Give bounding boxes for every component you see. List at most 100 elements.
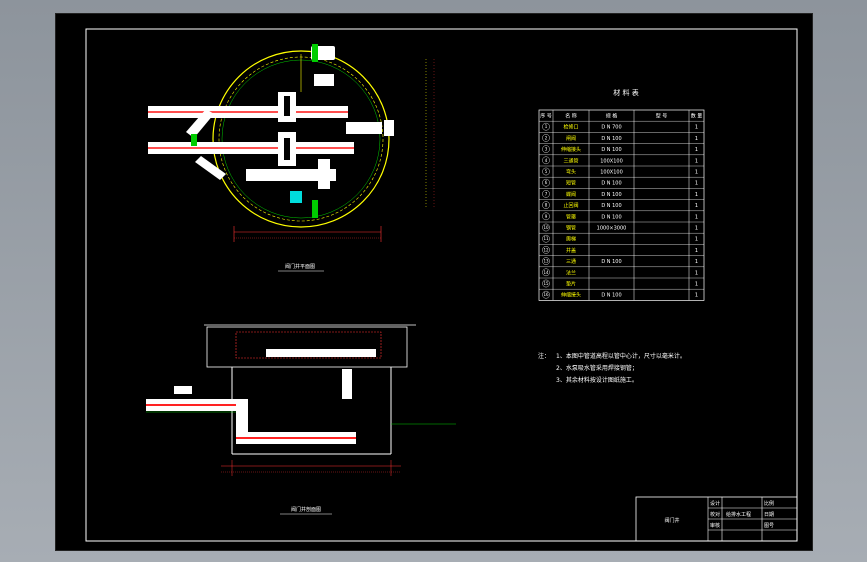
material-qty: 1 — [695, 203, 698, 209]
row-number-circle — [542, 223, 550, 232]
row-number: 9 — [545, 214, 548, 219]
material-qty: 1 — [695, 158, 698, 164]
notes: 注： 1、本图中管道高程以管中心计，尺寸以毫米计。 2、水泵吸水管采用焊接钢管；… — [538, 352, 686, 384]
row-number-circle — [542, 167, 550, 176]
material-qty: 1 — [695, 147, 698, 153]
material-table-frame — [538, 109, 705, 301]
row-number-circle — [542, 145, 550, 153]
bottom-riser — [318, 159, 330, 189]
notes-prefix: 注： — [538, 352, 550, 360]
row-number-circle — [542, 122, 550, 131]
section-cover-rebar — [235, 331, 382, 359]
material-name: 爬梯 — [566, 236, 576, 243]
material-name: 伸缩接头 — [561, 292, 581, 299]
material-spec: D N 100 — [601, 181, 621, 187]
upper-pipe-axis — [148, 111, 348, 113]
row-number-circle — [542, 268, 550, 277]
lower-valve-core — [284, 138, 290, 160]
title-project: 给排水工程 — [726, 511, 751, 518]
material-qty: 1 — [695, 248, 698, 254]
material-qty: 1 — [695, 282, 698, 288]
lower-pipe-axis — [148, 147, 354, 149]
row-number-circle — [542, 178, 550, 187]
plan-title: 阀门井平面图 — [285, 263, 315, 270]
material-qty: 1 — [695, 170, 698, 176]
material-name: 法兰 — [566, 269, 576, 276]
upper-fitting — [314, 74, 334, 86]
material-spec: D N 100 — [601, 214, 621, 220]
row-number-circle — [542, 190, 550, 198]
material-name: 三通管 — [563, 157, 578, 164]
row-number: 12 — [543, 247, 549, 252]
row-number: 11 — [543, 236, 549, 241]
frame-border — [85, 28, 798, 542]
outlet-flange — [384, 120, 394, 136]
note-line-1: 1、本图中管道高程以管中心计，尺寸以毫米计。 — [556, 352, 686, 360]
material-spec: D N 100 — [601, 293, 621, 299]
material-spec: D N 100 — [601, 192, 621, 198]
material-qty: 1 — [695, 136, 698, 142]
title-scale-label: 比例 — [764, 500, 774, 507]
material-spec: 100X100 — [600, 170, 623, 176]
row-number: 7 — [545, 191, 548, 196]
material-name: 短管 — [566, 180, 576, 187]
material-qty: 1 — [695, 125, 698, 131]
branch-pipe-2 — [195, 156, 226, 180]
row-number-circle — [542, 134, 550, 142]
row-number-circle — [542, 156, 550, 165]
section-view: 阀门井剖面图 — [146, 324, 456, 515]
title-sheet-label: 图号 — [764, 523, 774, 529]
material-spec: 1000×3000 — [597, 226, 627, 232]
title-design-label: 设计 — [710, 500, 720, 507]
material-name: 管箍 — [566, 213, 576, 220]
material-qty: 1 — [695, 237, 698, 243]
row-number: 3 — [545, 147, 548, 152]
material-name: 伸缩接头 — [561, 146, 581, 153]
row-number-circle — [542, 290, 550, 299]
note-line-2: 2、水泵吸水管采用焊接钢管； — [556, 364, 638, 372]
material-name: 弯头 — [566, 169, 576, 176]
row-number: 5 — [545, 169, 548, 174]
row-number-circle — [542, 212, 550, 221]
material-name: 检修口 — [563, 124, 578, 131]
material-table-header: 规 格 — [606, 113, 618, 120]
section-cover — [206, 326, 408, 368]
material-qty: 1 — [695, 226, 698, 232]
bottom-pipe — [246, 169, 336, 181]
coupler-top — [312, 44, 318, 62]
row-number-circle — [542, 234, 550, 243]
upper-valve-core — [284, 96, 290, 116]
material-spec: 100X100 — [600, 158, 623, 164]
row-number-circle — [542, 246, 550, 254]
material-spec: D N 100 — [601, 259, 621, 265]
row-number: 6 — [545, 180, 548, 185]
material-name: 垫片 — [566, 281, 576, 288]
row-number: 16 — [543, 292, 549, 297]
row-number: 4 — [545, 158, 548, 163]
material-name: 井盖 — [566, 247, 576, 254]
note-line-3: 3、其余材料按设计图纸施工。 — [556, 376, 638, 384]
row-number: 13 — [543, 259, 549, 264]
material-qty: 1 — [695, 192, 698, 198]
material-qty: 1 — [695, 259, 698, 265]
material-table-header: 序 号 — [540, 113, 552, 120]
title-date-label: 日期 — [764, 512, 774, 518]
section-top-slab — [266, 349, 376, 357]
material-name: 蝶阀 — [566, 191, 576, 198]
title-approve-label: 审核 — [710, 522, 720, 529]
material-qty: 1 — [695, 181, 698, 187]
row-number-circle — [542, 201, 550, 209]
row-number: 8 — [545, 203, 548, 208]
row-number: 1 — [545, 124, 548, 129]
material-qty: 1 — [695, 293, 698, 299]
row-number: 14 — [543, 270, 549, 275]
material-name: 闸阀 — [566, 135, 576, 142]
row-number: 15 — [543, 281, 549, 286]
section-ladder — [342, 369, 352, 399]
material-spec: D N 100 — [601, 147, 621, 153]
section-bottom-axis — [236, 437, 356, 439]
